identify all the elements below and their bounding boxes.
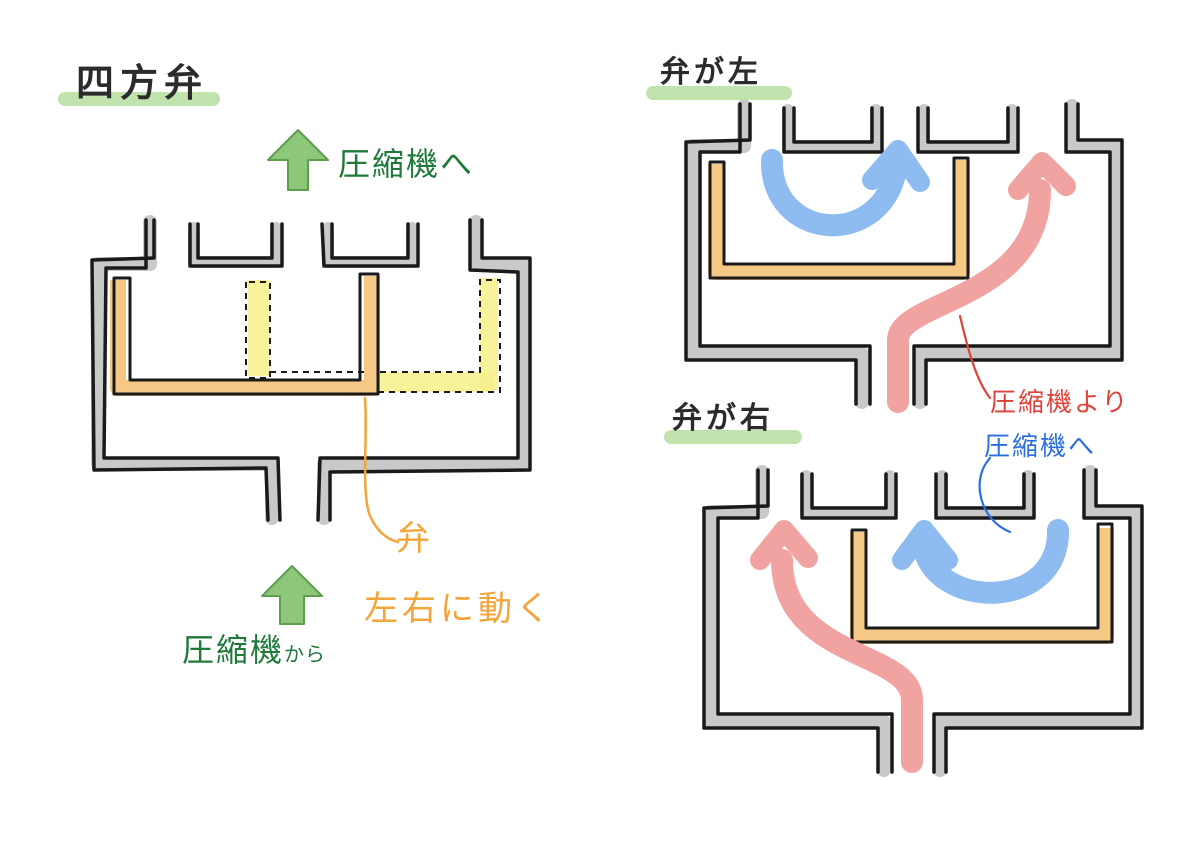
valve-left-slider bbox=[708, 156, 970, 280]
title-highlight bbox=[646, 86, 792, 100]
up-arrow-icon bbox=[267, 129, 329, 191]
from-compressor-kanji: 圧縮機 bbox=[182, 631, 285, 669]
alt-valve-position bbox=[245, 278, 501, 393]
valve-right-body bbox=[702, 465, 1144, 777]
red-leader-line bbox=[958, 314, 992, 400]
red-flow-arrow bbox=[750, 520, 923, 773]
valve-left-title: 弁が左 bbox=[660, 55, 762, 90]
title-highlight bbox=[58, 92, 220, 106]
valve-left-body bbox=[684, 99, 1124, 409]
main-valve-body bbox=[90, 215, 532, 525]
valve-slider bbox=[110, 272, 380, 396]
from-compressor-kana: から bbox=[284, 642, 327, 666]
from-compressor-label: 圧縮機から bbox=[182, 634, 326, 666]
red-flow-arrow bbox=[887, 152, 1076, 413]
moves-left-right-label: 左右に動く bbox=[364, 589, 554, 629]
blue-flow-arrow bbox=[892, 519, 1070, 604]
valve-right-title: 弁が右 bbox=[672, 401, 774, 436]
main-title: 四方弁 bbox=[76, 61, 209, 105]
title-highlight bbox=[664, 430, 802, 444]
valve-right-slider bbox=[850, 522, 1114, 644]
from-compressor-red-label: 圧縮機より bbox=[990, 388, 1130, 418]
valve-leader-line bbox=[363, 396, 400, 544]
to-compressor-blue-label: 圧縮機へ bbox=[984, 432, 1097, 462]
valve-label: 弁 bbox=[396, 519, 434, 559]
blue-flow-arrow bbox=[760, 140, 930, 237]
to-compressor-label: 圧縮機へ bbox=[338, 145, 475, 183]
blue-leader-line bbox=[978, 456, 1012, 534]
up-arrow-icon bbox=[261, 565, 323, 625]
